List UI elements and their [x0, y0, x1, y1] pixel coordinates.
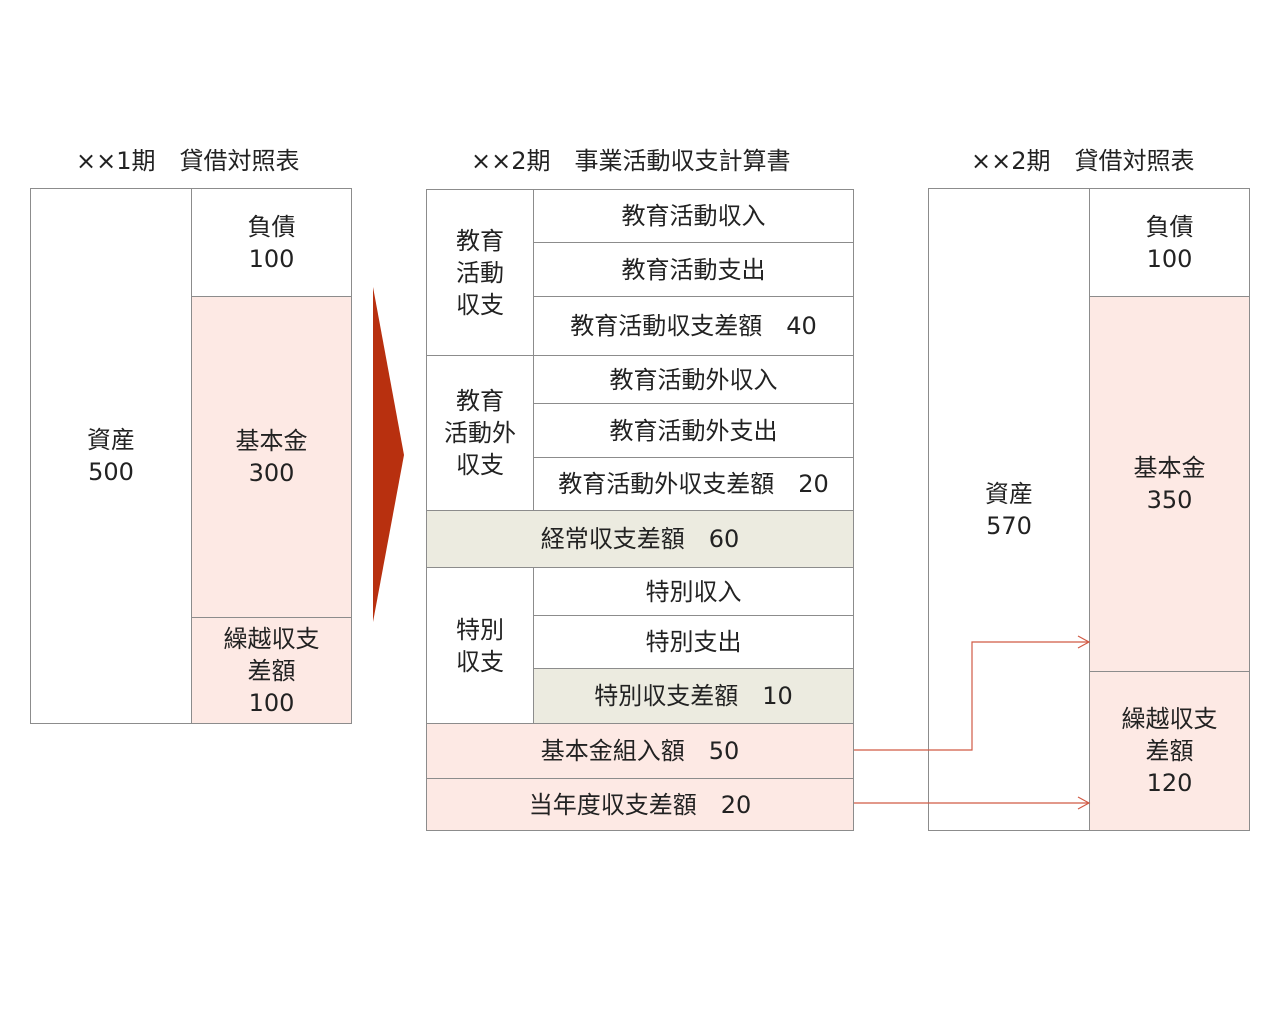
activity-statement-title: ××2期 事業活動収支計算書 — [471, 147, 791, 175]
edu-group-label-3: 収支 — [456, 290, 504, 319]
current-diff-label: 当年度収支差額 20 — [528, 790, 752, 819]
nonedu-group-label-2: 活動外 — [444, 419, 516, 447]
edu-expense-label: 教育活動支出 — [621, 255, 766, 284]
prev-carryforward-label-1: 繰越収支 — [223, 624, 320, 653]
flow-arrow-icon — [373, 287, 404, 622]
nonedu-group-label-3: 収支 — [456, 451, 504, 479]
nonedu-income-row: 教育活動外収入 — [533, 355, 854, 404]
nonedu-group-box: 教育 活動外 収支 — [426, 355, 534, 511]
nonedu-diff-row: 教育活動外収支差額 20 — [533, 457, 854, 511]
special-group-box: 特別 収支 — [426, 567, 534, 724]
curr-basic-fund-label: 基本金 — [1133, 454, 1206, 482]
edu-income-label: 教育活動収入 — [621, 202, 766, 230]
curr-liabilities-label: 負債 — [1145, 212, 1194, 241]
special-diff-label: 特別収支差額 10 — [594, 682, 793, 710]
edu-income-row: 教育活動収入 — [533, 189, 854, 243]
nonedu-income-label: 教育活動外収入 — [609, 365, 778, 394]
prev-carryforward-label-2: 差額 — [247, 656, 296, 685]
prev-carryforward-value: 100 — [248, 688, 295, 717]
ordinary-diff-row: 経常収支差額 60 — [426, 510, 854, 568]
curr-balance-sheet-title: ××2期 貸借対照表 — [971, 147, 1195, 175]
nonedu-expense-row: 教育活動外支出 — [533, 403, 854, 458]
curr-carryforward-box: 繰越収支 差額 120 — [1089, 671, 1250, 831]
prev-liabilities-box: 負債 100 — [191, 188, 352, 297]
nonedu-diff-label: 教育活動外収支差額 20 — [558, 470, 829, 498]
curr-carryforward-value: 120 — [1146, 769, 1193, 797]
curr-liabilities-value: 100 — [1146, 244, 1193, 273]
edu-diff-label: 教育活動収支差額 40 — [570, 312, 817, 340]
prev-liabilities-value: 100 — [248, 244, 295, 273]
special-income-row: 特別収入 — [533, 567, 854, 616]
nonedu-group-label-1: 教育 — [456, 387, 504, 415]
prev-liabilities-label: 負債 — [247, 212, 296, 241]
special-income-label: 特別収入 — [645, 577, 742, 606]
curr-basic-fund-value: 350 — [1146, 486, 1193, 514]
curr-assets-label: 資産 — [985, 479, 1033, 508]
special-diff-row: 特別収支差額 10 — [533, 668, 854, 724]
prev-carryforward-box: 繰越収支 差額 100 — [191, 617, 352, 724]
ordinary-diff-label: 経常収支差額 60 — [540, 525, 740, 553]
curr-assets-box: 資産 570 — [928, 188, 1090, 831]
prev-assets-box: 資産 500 — [30, 188, 192, 724]
edu-group-label-2: 活動 — [456, 258, 504, 287]
prev-basic-fund-label: 基本金 — [235, 427, 308, 455]
special-group-label-1: 特別 — [456, 615, 504, 644]
special-group-label-2: 収支 — [456, 647, 504, 676]
current-diff-row: 当年度収支差額 20 — [426, 778, 854, 831]
curr-assets-value: 570 — [986, 511, 1032, 540]
edu-diff-row: 教育活動収支差額 40 — [533, 296, 854, 356]
prev-basic-fund-box: 基本金 300 — [191, 296, 352, 618]
edu-group-label-1: 教育 — [456, 226, 504, 255]
nonedu-expense-label: 教育活動外支出 — [609, 416, 778, 445]
curr-carryforward-label-2: 差額 — [1145, 737, 1194, 765]
prev-assets-value: 500 — [88, 458, 134, 486]
edu-expense-row: 教育活動支出 — [533, 242, 854, 297]
prev-balance-sheet-title: ××1期 貸借対照表 — [76, 147, 300, 175]
prev-basic-fund-value: 300 — [248, 459, 295, 487]
curr-liabilities-box: 負債 100 — [1089, 188, 1250, 297]
prev-assets-label: 資産 — [87, 426, 135, 454]
curr-carryforward-label-1: 繰越収支 — [1121, 705, 1218, 733]
basic-fund-transfer-label: 基本金組入額 50 — [540, 737, 740, 765]
curr-basic-fund-box: 基本金 350 — [1089, 296, 1250, 672]
special-expense-label: 特別支出 — [645, 628, 742, 656]
edu-group-box: 教育 活動 収支 — [426, 189, 534, 356]
basic-fund-transfer-row: 基本金組入額 50 — [426, 723, 854, 779]
special-expense-row: 特別支出 — [533, 615, 854, 669]
